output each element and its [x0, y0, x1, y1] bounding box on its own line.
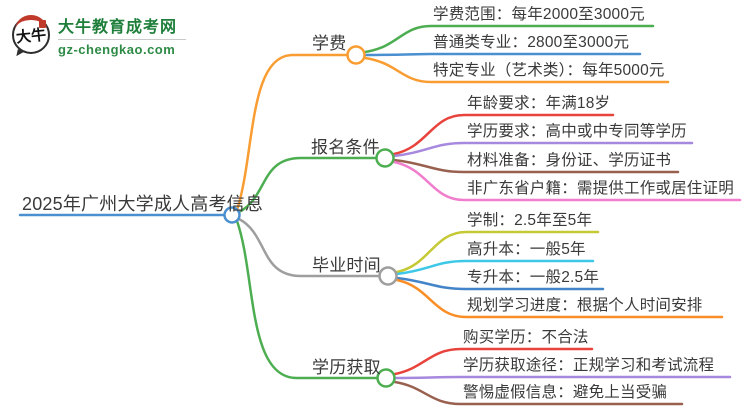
connector-requirements — [237, 156, 378, 214]
logo-bubble-icon: 大牛 — [12, 15, 50, 58]
connector-graduation-time — [237, 217, 381, 278]
connector-degree-acquisition — [235, 219, 379, 380]
degree-acquisition-node-handle — [376, 368, 396, 388]
logo-red-seal-icon — [39, 20, 46, 28]
connector-fake-info-warning — [393, 380, 684, 406]
connector-tuition — [235, 53, 349, 212]
connector-general-majors — [363, 52, 642, 57]
connector-buying-degree — [393, 347, 594, 376]
child-label-gaoshengben: 高升本：一般5年 — [467, 241, 586, 258]
tuition-node-handle — [346, 45, 366, 65]
connector-special-majors — [363, 56, 670, 84]
child-label-fake-info-warning: 警惕虚假信息：避免上当受骗 — [463, 384, 668, 401]
logo-badge-text: 大牛 — [15, 24, 47, 47]
connector-study-plan — [395, 278, 724, 319]
connector-materials — [392, 158, 680, 174]
connector-acquisition-path — [393, 375, 732, 380]
child-label-special-majors: 特定专业（艺术类）：每年5000元 — [433, 62, 665, 79]
site-domain[interactable]: gz-chengkao.com — [58, 42, 176, 57]
connector-zhuanshengben — [395, 276, 605, 291]
branch-label-graduation-time: 毕业时间 — [312, 256, 381, 275]
connector-non-guangdong — [392, 160, 742, 202]
child-label-buying-degree: 购买学历：不合法 — [463, 329, 589, 346]
branch-label-degree-acquisition: 学历获取 — [312, 358, 381, 377]
requirements-node-handle — [375, 148, 395, 168]
branch-label-requirements: 报名条件 — [311, 138, 380, 157]
child-label-materials: 材料准备：身份证、学历证书 — [467, 152, 672, 169]
child-label-acquisition-path: 学历获取途径：正规学习和考试流程 — [463, 357, 715, 374]
site-title[interactable]: 大牛教育成考网 — [58, 19, 178, 36]
logo-divider — [58, 39, 186, 40]
graduation-time-node-handle — [378, 266, 398, 286]
logo-bubble-tail — [16, 49, 26, 58]
connector-tuition-range — [363, 24, 655, 54]
root-node-label: 2025年广州大学成人高考信息 — [22, 194, 264, 214]
child-label-non-guangdong: 非广东省户籍：需提供工作或居住证明 — [467, 180, 734, 197]
child-label-study-plan: 规划学习进度：根据个人时间安排 — [467, 297, 703, 314]
child-label-study-duration: 学制：2.5年至5年 — [467, 212, 593, 229]
child-label-education-requirement: 学历要求：高中或中专同等学历 — [467, 123, 687, 140]
child-label-age-requirement: 年龄要求：年满18岁 — [467, 95, 611, 112]
site-logo[interactable]: 大牛 大牛教育成考网 gz-chengkao.com — [12, 13, 186, 58]
child-label-zhuanshengben: 专升本：一般2.5年 — [467, 269, 600, 286]
root-node-handle — [223, 206, 241, 224]
branch-label-tuition: 学费 — [312, 34, 347, 53]
child-label-tuition-range: 学费范围：每年2000至3000元 — [433, 6, 645, 23]
logo-red-arc — [15, 15, 47, 30]
child-label-general-majors: 普通类专业：2800至3000元 — [433, 34, 630, 51]
connector-age-requirement — [392, 113, 615, 156]
connector-education-requirement — [392, 141, 694, 158]
connector-study-duration — [395, 230, 600, 274]
connector-gaoshengben — [395, 259, 595, 276]
